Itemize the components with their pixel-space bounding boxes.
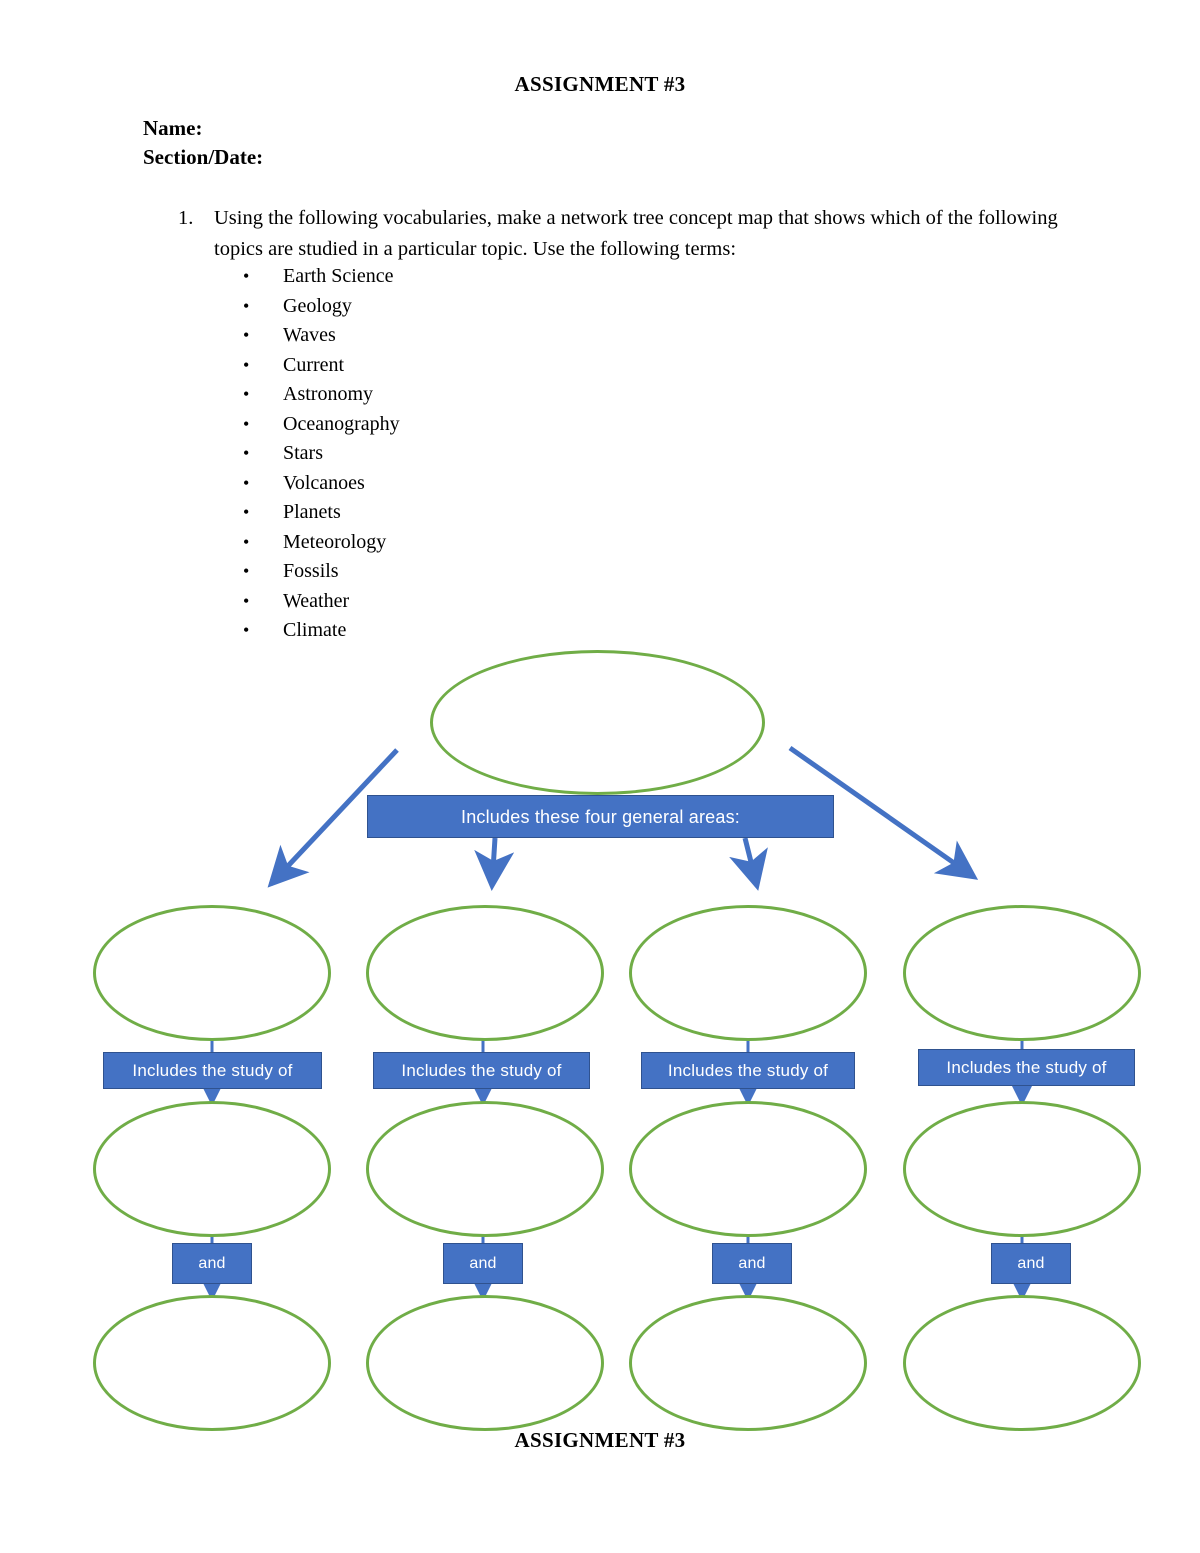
list-item: • Meteorology [243,528,743,558]
connector-box-top-label: Includes these four general areas: [461,806,740,827]
list-item: • Geology [243,292,743,322]
connector-box-study-3[interactable]: Includes the study of [641,1052,855,1089]
list-item: • Weather [243,587,743,617]
connector-box-and-4-label: and [1017,1254,1045,1272]
bullet-icon: • [243,325,250,345]
bullet-icon: • [243,472,250,493]
connector-box-and-1-label: and [198,1254,226,1272]
bullet-icon: • [243,590,250,611]
connector-box-study-1-label: Includes the study of [132,1061,293,1080]
section-date-label: Section/Date: [143,145,264,169]
bullet-icon: • [243,443,250,463]
ellipse-branch-4[interactable] [903,905,1141,1041]
connector-box-study-1[interactable]: Includes the study of [103,1052,322,1089]
connector-box-and-2[interactable]: and [443,1243,523,1284]
list-item: • Waves [243,321,743,351]
bullet-icon: • [243,502,250,522]
ellipse-mid-4[interactable] [903,1101,1141,1237]
ellipse-bottom-1[interactable] [93,1295,331,1431]
vocabulary-list: •Earth Science •Geology •Waves •Current … [243,262,743,646]
vocabulary-term: Climate [283,619,347,641]
ellipse-branch-2[interactable] [366,905,604,1041]
arrow-top-to-branch-3 [729,837,768,891]
ellipse-root[interactable] [430,650,765,795]
list-item: • Fossils [243,557,743,587]
bullet-icon: • [243,413,250,434]
list-item: • Astronomy [243,380,743,410]
connector-box-study-2-label: Includes the study of [401,1061,562,1080]
vocabulary-term: Stars [283,442,323,464]
instruction-number: 1. [178,207,194,229]
connector-box-and-2-label: and [469,1254,497,1272]
connector-box-and-3[interactable]: and [712,1243,792,1284]
instruction-item: 1. Using the following vocabularies, mak… [178,203,1068,265]
ellipse-mid-2[interactable] [366,1101,604,1237]
vocabulary-term: Astronomy [283,383,373,405]
vocabulary-term: Fossils [283,560,339,582]
bullet-icon: • [243,620,250,640]
vocabulary-term: Volcanoes [283,471,365,494]
vocabulary-term: Meteorology [283,530,387,553]
footer-title: ASSIGNMENT #3 [514,1428,686,1452]
page-title: ASSIGNMENT #3 [514,72,686,96]
connector-box-study-4[interactable]: Includes the study of [918,1049,1135,1086]
connector-box-study-4-label: Includes the study of [946,1058,1107,1077]
ellipse-mid-1[interactable] [93,1101,331,1237]
connector-box-top[interactable]: Includes these four general areas: [367,795,834,838]
vocabulary-term: Geology [283,294,352,317]
ellipse-mid-3[interactable] [629,1101,867,1237]
vocabulary-term: Waves [283,324,336,346]
list-item: • Stars [243,439,743,469]
list-item: • Climate [243,616,743,646]
vocabulary-term: Weather [283,589,350,612]
connector-box-study-2[interactable]: Includes the study of [373,1052,590,1089]
bullet-icon: • [243,354,250,375]
bullet-icon: • [243,295,250,316]
ellipse-branch-1[interactable] [93,905,331,1041]
vocabulary-term: Oceanography [283,412,400,435]
list-item: • Volcanoes [243,469,743,499]
vocabulary-term: Planets [283,501,341,523]
bullet-icon: • [243,561,250,581]
vocabulary-term: Current [283,353,345,376]
bullet-icon: • [243,384,250,404]
instruction-text: Using the following vocabularies, make a… [214,207,1058,260]
ellipse-bottom-4[interactable] [903,1295,1141,1431]
ellipse-branch-3[interactable] [629,905,867,1041]
name-label: Name: [143,116,203,140]
ellipse-bottom-3[interactable] [629,1295,867,1431]
ellipse-bottom-2[interactable] [366,1295,604,1431]
connector-box-study-3-label: Includes the study of [667,1061,829,1080]
list-item: • Planets [243,498,743,528]
connector-box-and-3-label: and [738,1254,766,1272]
list-item: • Oceanography [243,410,743,440]
vocabulary-term: Earth Science [283,265,394,287]
bullet-icon: • [243,266,250,286]
list-item: • Current [243,351,743,381]
connector-box-and-1[interactable]: and [172,1243,252,1284]
connector-box-and-4[interactable]: and [991,1243,1071,1284]
bullet-icon: • [243,531,250,552]
arrow-top-to-branch-2 [474,837,515,891]
list-item: • Earth Science [243,262,743,292]
